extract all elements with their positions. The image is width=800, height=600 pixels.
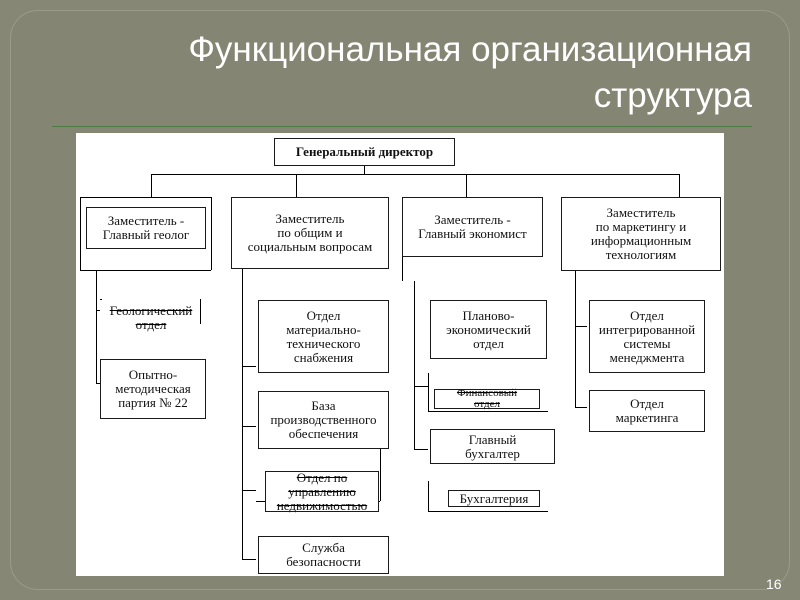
box-marketing-department: Отдел маркетинга <box>589 390 705 432</box>
box-security-service: Служба безопасности <box>258 536 389 574</box>
box-material-supply-department: Отдел материально- технического снабжени… <box>258 300 389 373</box>
box-financial-department: Финансовый отдел <box>434 388 540 410</box>
slide-number: 16 <box>766 576 782 592</box>
box-accounting: Бухгалтерия <box>448 490 540 507</box>
box-planning-economic-department: Планово- экономический отдел <box>430 300 547 359</box>
box-deputy-economist: Заместитель - Главный экономист <box>402 197 543 257</box>
box-production-base: База производственного обеспечения <box>258 391 389 449</box>
box-geology-department: Геологический отдел <box>102 299 200 337</box>
slide-title-line-2: структура <box>593 76 752 115</box>
box-general-director: Генеральный директор <box>274 138 455 166</box>
title-underline <box>52 126 752 127</box>
org-chart: Генеральный директор Заместитель - Главн… <box>76 133 724 576</box>
box-integrated-management-department: Отдел интегрированной системы менеджмент… <box>589 300 705 373</box>
slide-title-line-1: Функциональная организационная <box>188 30 752 69</box>
box-chief-accountant: Главный бухгалтер <box>430 429 555 464</box>
box-real-estate-department: Отдел по управлению недвижимостью <box>265 470 379 512</box>
box-experimental-party: Опытно- методическая партия № 22 <box>100 359 206 419</box>
box-deputy-geologist: Заместитель - Главный геолог <box>86 207 206 249</box>
box-deputy-general: Заместитель по общим и социальным вопрос… <box>231 197 389 269</box>
box-deputy-marketing: Заместитель по маркетингу и информационн… <box>561 197 721 271</box>
